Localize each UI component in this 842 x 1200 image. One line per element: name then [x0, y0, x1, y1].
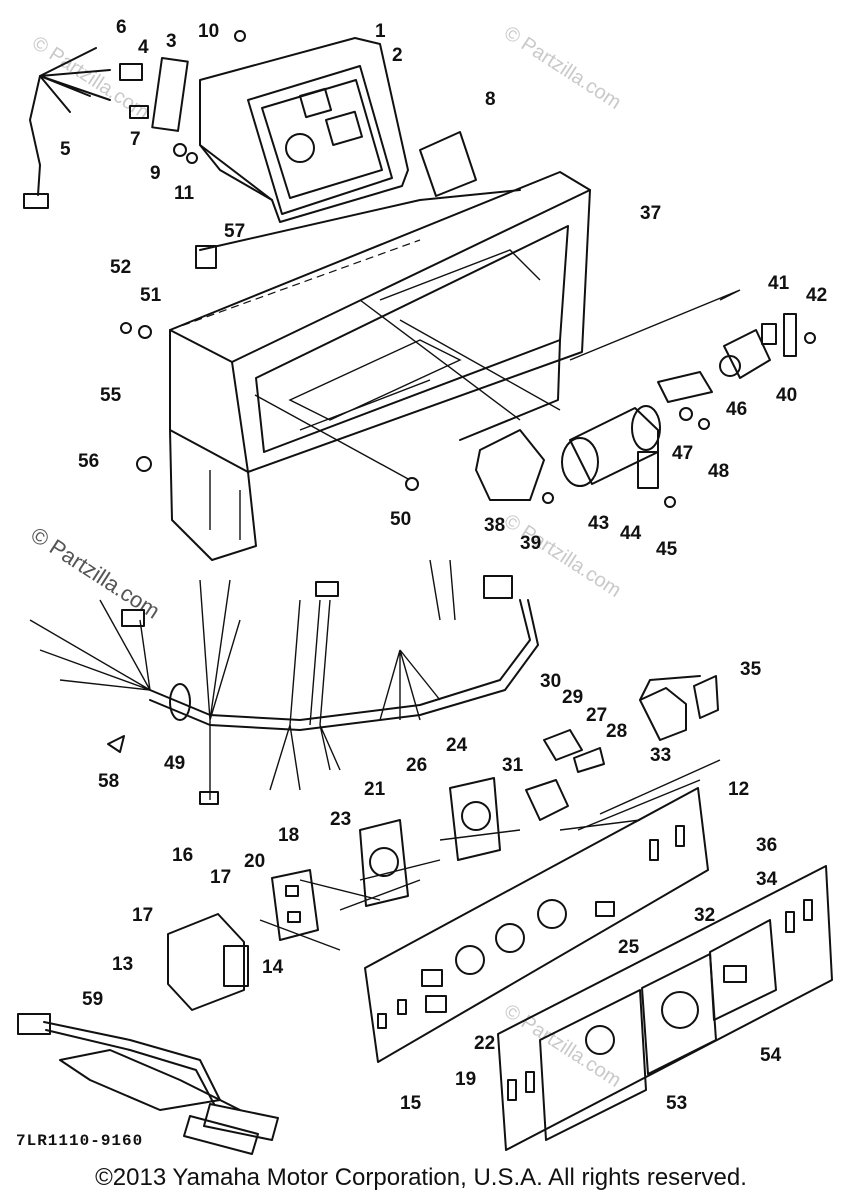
relay-40 [719, 323, 777, 379]
callout-24: 24 [446, 735, 468, 756]
circuit-breaker-13 [167, 913, 249, 1011]
callout-3: 3 [166, 31, 177, 52]
copyright-notice: ©2013 Yamaha Motor Corporation, U.S.A. A… [95, 1164, 747, 1191]
callout-16: 16 [172, 845, 194, 866]
callout-19: 19 [455, 1069, 477, 1090]
callout-5: 5 [60, 139, 71, 160]
callout-33: 33 [650, 745, 672, 766]
callout-17b: 17 [132, 905, 154, 926]
callout-46: 46 [726, 399, 748, 420]
callout-37: 37 [640, 203, 662, 224]
callout-29: 29 [562, 687, 584, 708]
receptacle-18 [271, 869, 319, 941]
callout-34: 34 [756, 869, 778, 890]
callout-11: 11 [174, 183, 195, 204]
fasteners [120, 30, 816, 508]
callout-47: 47 [672, 443, 694, 464]
bracket-44 [637, 451, 659, 489]
callout-48: 48 [708, 461, 730, 482]
callout-20: 20 [244, 851, 266, 872]
callout-32: 32 [694, 905, 716, 926]
callout-8: 8 [485, 89, 496, 110]
callout-51: 51 [140, 285, 162, 306]
callout-6: 6 [116, 17, 127, 38]
callout-35: 35 [740, 659, 762, 680]
switch-27 [543, 729, 583, 761]
receptacle-21 [359, 819, 409, 907]
wire-harness-49 [29, 559, 539, 805]
callout-49: 49 [164, 753, 186, 774]
control-box-frame [169, 171, 591, 561]
clamp-58 [107, 735, 125, 753]
harness-5 [23, 47, 189, 209]
callout-13: 13 [112, 954, 134, 975]
callout-40: 40 [776, 385, 798, 406]
receptacle-24 [449, 777, 501, 861]
callout-59: 59 [82, 989, 104, 1010]
callout-39: 39 [520, 533, 542, 554]
power-cord-59 [17, 1013, 279, 1155]
callout-43: 43 [588, 513, 610, 534]
callout-17a: 17 [210, 867, 232, 888]
switch-cover [419, 131, 477, 197]
callout-28: 28 [606, 721, 628, 742]
callout-10: 10 [198, 21, 220, 42]
callout-53: 53 [666, 1093, 688, 1114]
callout-1: 1 [375, 21, 386, 42]
callout-52: 52 [110, 257, 132, 278]
callout-12: 12 [728, 779, 750, 800]
callout-55: 55 [100, 385, 122, 406]
callout-45: 45 [656, 539, 678, 560]
callout-56: 56 [78, 451, 100, 472]
callout-26: 26 [406, 755, 428, 776]
front-panel [364, 787, 709, 1063]
callout-50: 50 [390, 509, 412, 530]
callout-7: 7 [130, 129, 141, 150]
switch-pair-33-35 [639, 675, 719, 741]
callout-31: 31 [502, 755, 524, 776]
switch-28 [573, 747, 605, 773]
capacitor-bracket [475, 429, 545, 501]
callout-21: 21 [364, 779, 386, 800]
callout-36: 36 [756, 835, 778, 856]
callout-22: 22 [474, 1033, 496, 1054]
callout-9: 9 [150, 163, 161, 184]
callout-42: 42 [806, 285, 828, 306]
callout-54: 54 [760, 1045, 782, 1066]
cover-46 [657, 371, 713, 403]
callout-57: 57 [224, 221, 246, 242]
callout-30: 30 [540, 671, 562, 692]
drawing-code: 7LR1110-9160 [16, 1132, 144, 1150]
callout-44: 44 [620, 523, 642, 544]
callout-15: 15 [400, 1093, 422, 1114]
callout-14: 14 [262, 957, 284, 978]
callout-4: 4 [138, 37, 149, 58]
capacitor [561, 405, 661, 487]
callout-2: 2 [392, 45, 403, 66]
rectifier-31 [525, 779, 569, 821]
plate-41 [783, 313, 797, 357]
callout-27: 27 [586, 705, 608, 726]
callout-41: 41 [768, 273, 790, 294]
callout-38: 38 [484, 515, 506, 536]
callout-23: 23 [330, 809, 352, 830]
callout-18: 18 [278, 825, 300, 846]
callout-25: 25 [618, 937, 640, 958]
callout-58: 58 [98, 771, 120, 792]
control-box-cover [199, 37, 409, 223]
front-decal-panel [497, 865, 833, 1151]
